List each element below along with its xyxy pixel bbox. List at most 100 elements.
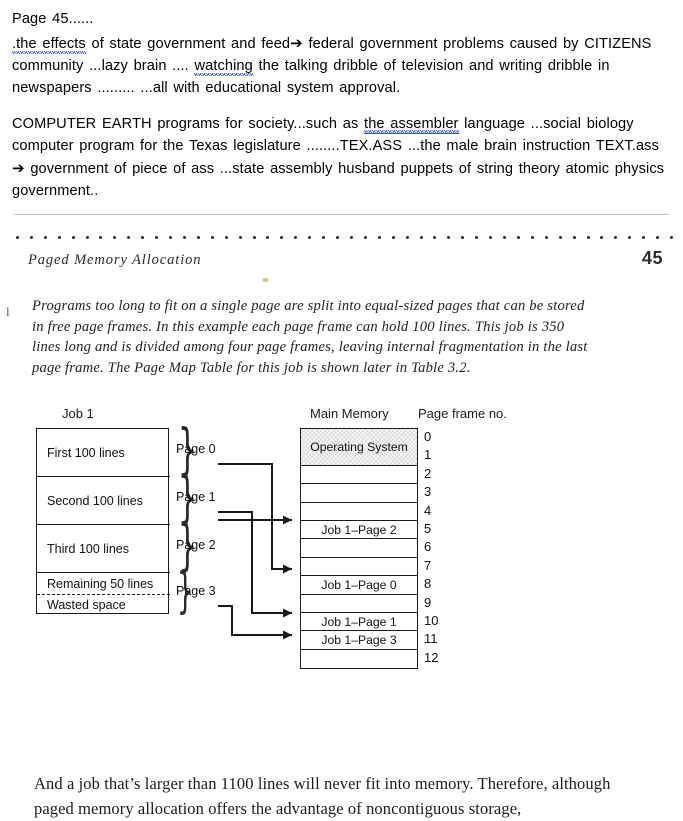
arrowhead-frame-8 (283, 564, 292, 574)
typed-note-heading: Page 45...... (12, 11, 94, 27)
scan-artifact-speck (262, 278, 269, 282)
rule-dot (196, 236, 200, 239)
rule-dot (405, 236, 409, 239)
paragraph-1-text-c: federal government problems caused by CI… (12, 36, 652, 74)
rule-dot (628, 236, 632, 239)
frame-number: 3 (424, 484, 432, 500)
rule-dot (600, 236, 604, 239)
rule-dot (113, 236, 117, 239)
job-segment: First 100 lines (37, 429, 170, 477)
job-segment: Second 100 lines (37, 477, 170, 525)
arrowhead-frame-10 (283, 608, 292, 618)
rule-dot (57, 236, 61, 239)
rule-dot (224, 236, 228, 239)
frame-number: 11 (424, 631, 438, 647)
page-brace: } (177, 466, 198, 530)
frame-number: 1 (424, 447, 432, 463)
rule-dot (280, 236, 284, 239)
margin-mark: l (6, 304, 10, 319)
rule-dot (85, 236, 89, 239)
rule-dot (127, 236, 131, 239)
rule-dot (141, 236, 145, 239)
page-brace: } (176, 563, 194, 619)
rule-dot (447, 236, 451, 239)
page-label: Page 0 (176, 442, 216, 456)
memory-frame-occupied: Operating System (301, 429, 417, 466)
underlined-phrase-the-assembler: the assembler (364, 116, 459, 134)
rule-dot (349, 236, 353, 239)
job-column-title: Job 1 (62, 406, 94, 421)
decorative-dot-rule (16, 236, 673, 240)
rule-dot (586, 236, 590, 239)
rule-dot (642, 236, 646, 239)
frame-number: 8 (424, 576, 432, 592)
memory-frame-free (301, 539, 417, 558)
rule-dot (503, 236, 507, 239)
rule-dot (16, 236, 19, 239)
frame-number: 9 (424, 594, 432, 610)
page-label: Page 2 (176, 538, 216, 552)
frame-number: 4 (424, 502, 432, 518)
wingding-arrow-icon-2: ➔ (12, 159, 25, 177)
frame-number: 0 (424, 429, 432, 444)
rule-dot (670, 236, 673, 239)
running-head: Paged Memory Allocation (28, 252, 202, 268)
typed-note-section: Page 45...... .the effects of state gove… (0, 0, 683, 204)
page-brace: } (177, 418, 198, 482)
rule-dot (29, 236, 33, 239)
paragraph-1-text-e: the talking dribble of television and wr… (12, 58, 610, 96)
paragraph-2-text-d: government of piece of ass ...state asse… (12, 161, 665, 199)
frame-number: 6 (424, 539, 432, 555)
job-segment: Wasted space (47, 598, 126, 612)
rule-dot (169, 236, 173, 239)
frame-number: 10 (424, 613, 439, 628)
scanned-page-section: Paged Memory Allocation 45 l Programs to… (0, 208, 683, 819)
memory-frame-free (301, 484, 417, 503)
page-label: Page 3 (176, 584, 216, 598)
rule-dot (614, 236, 618, 239)
rule-dot (377, 236, 381, 239)
rule-dot (43, 236, 47, 239)
rule-dot (544, 236, 548, 239)
memory-frame-free (301, 594, 417, 613)
rule-dot (656, 236, 660, 239)
page-folio-number: 45 (641, 248, 663, 268)
rule-dot (489, 236, 493, 239)
spellcheck-phrase-the-effects: .the effects (12, 36, 86, 54)
rule-dot (433, 236, 437, 239)
rule-dot (182, 236, 186, 239)
section-divider (14, 214, 669, 215)
rule-dot (391, 236, 395, 239)
job-segment: Third 100 lines (37, 525, 170, 573)
memory-frame-free (301, 502, 417, 521)
memory-frame-occupied: Job 1–Page 2 (301, 520, 417, 540)
job-segment: Remaining 50 lines (37, 573, 170, 595)
typed-note-paragraph-1: .the effects of state government and fee… (12, 32, 669, 99)
rule-dot (363, 236, 367, 239)
rule-dot (155, 236, 159, 239)
arrowhead-frame-11 (283, 630, 292, 640)
page-label: Page 1 (176, 490, 216, 504)
rule-dot (308, 236, 312, 239)
memory-frame-free (301, 649, 417, 669)
rule-dot (252, 236, 256, 239)
rule-dot (558, 236, 562, 239)
page-frame-column-title: Page frame no. (418, 406, 507, 421)
frame-number: 12 (424, 649, 439, 665)
rule-dot (461, 236, 465, 239)
rule-dot (266, 236, 270, 239)
rule-dot (475, 236, 479, 239)
paged-memory-figure: Job 1 Main Memory Page frame no. First 1… (0, 406, 683, 706)
paragraph-1-text-b: of state government and feed (85, 36, 291, 52)
spellcheck-phrase-watching: watching (194, 58, 253, 76)
rule-dot (572, 236, 576, 239)
paragraph-2-text-c: language ...social biology computer prog… (12, 116, 659, 154)
rule-dot (294, 236, 298, 239)
memory-frame-free (301, 465, 417, 485)
rule-dot (336, 236, 340, 239)
arrowhead-frame-5 (283, 515, 292, 525)
rule-dot (71, 236, 75, 239)
figure-caption: Programs too long to fit on a single pag… (32, 298, 588, 376)
rule-dot (238, 236, 242, 239)
